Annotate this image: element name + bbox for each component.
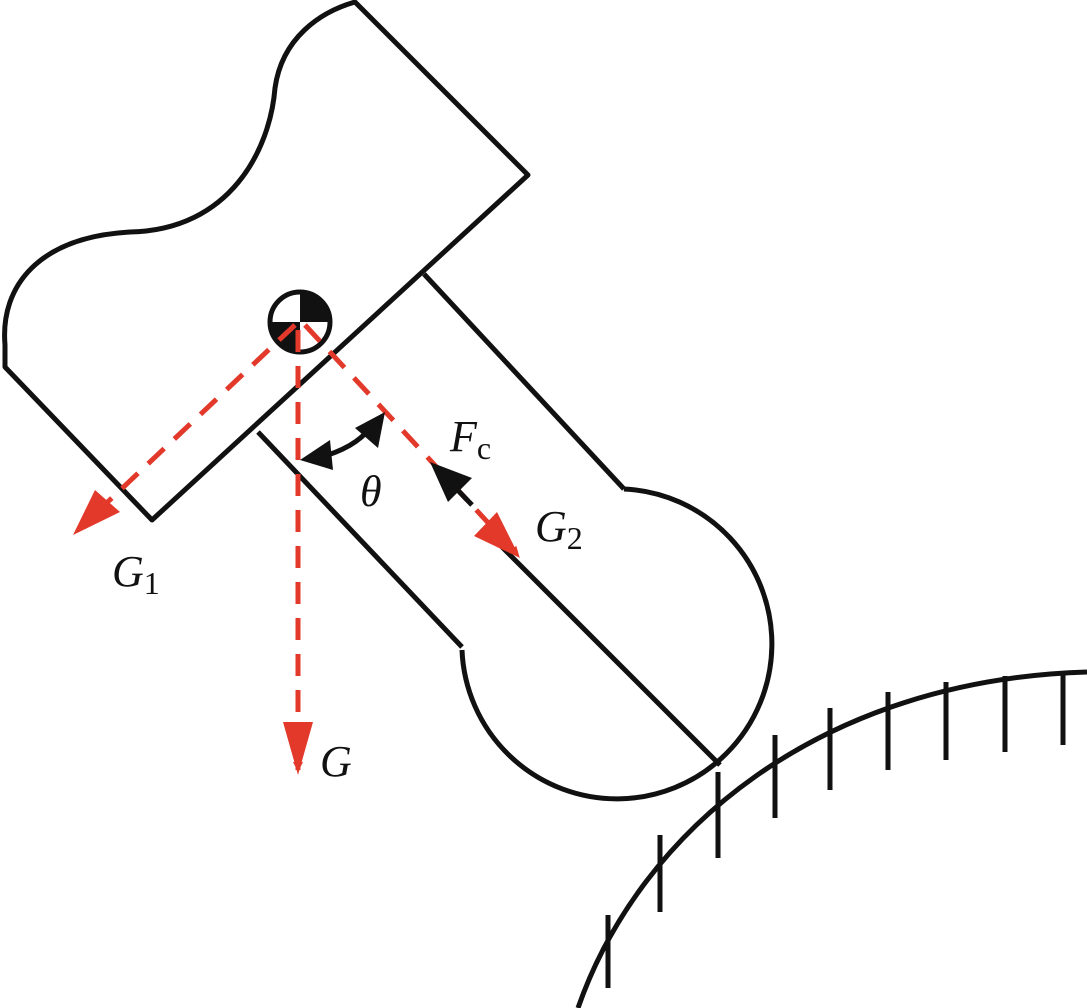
force-G1-arrow xyxy=(76,323,297,532)
upper-body xyxy=(2,0,531,523)
label-G1: G1 xyxy=(112,547,160,601)
label-G2-main: G xyxy=(535,502,567,551)
label-G: G xyxy=(320,737,352,786)
label-G2: G2 xyxy=(535,502,583,556)
label-Fc-sub: c xyxy=(476,430,492,466)
label-G2-sub: 2 xyxy=(566,520,583,556)
label-Fc-main: F xyxy=(450,412,477,461)
label-theta: θ xyxy=(360,467,382,516)
arm-lower-edge xyxy=(256,430,464,649)
label-Fc: Fc xyxy=(450,412,492,466)
ground-surface xyxy=(575,669,1087,1008)
force-G2-head xyxy=(474,512,520,558)
label-G1-sub: 1 xyxy=(143,565,160,601)
theta-angle-arrow xyxy=(300,412,385,470)
ground-hatching xyxy=(605,673,1066,988)
force-G1-head xyxy=(73,490,120,535)
label-G1-main: G xyxy=(112,547,144,596)
arm-upper-edge xyxy=(422,272,626,491)
force-G-head xyxy=(283,722,313,775)
force-Fc-arrow xyxy=(430,462,474,507)
arm-centerline xyxy=(498,543,722,767)
arm-bulb xyxy=(459,486,775,802)
force-G2-arrow xyxy=(303,323,520,557)
